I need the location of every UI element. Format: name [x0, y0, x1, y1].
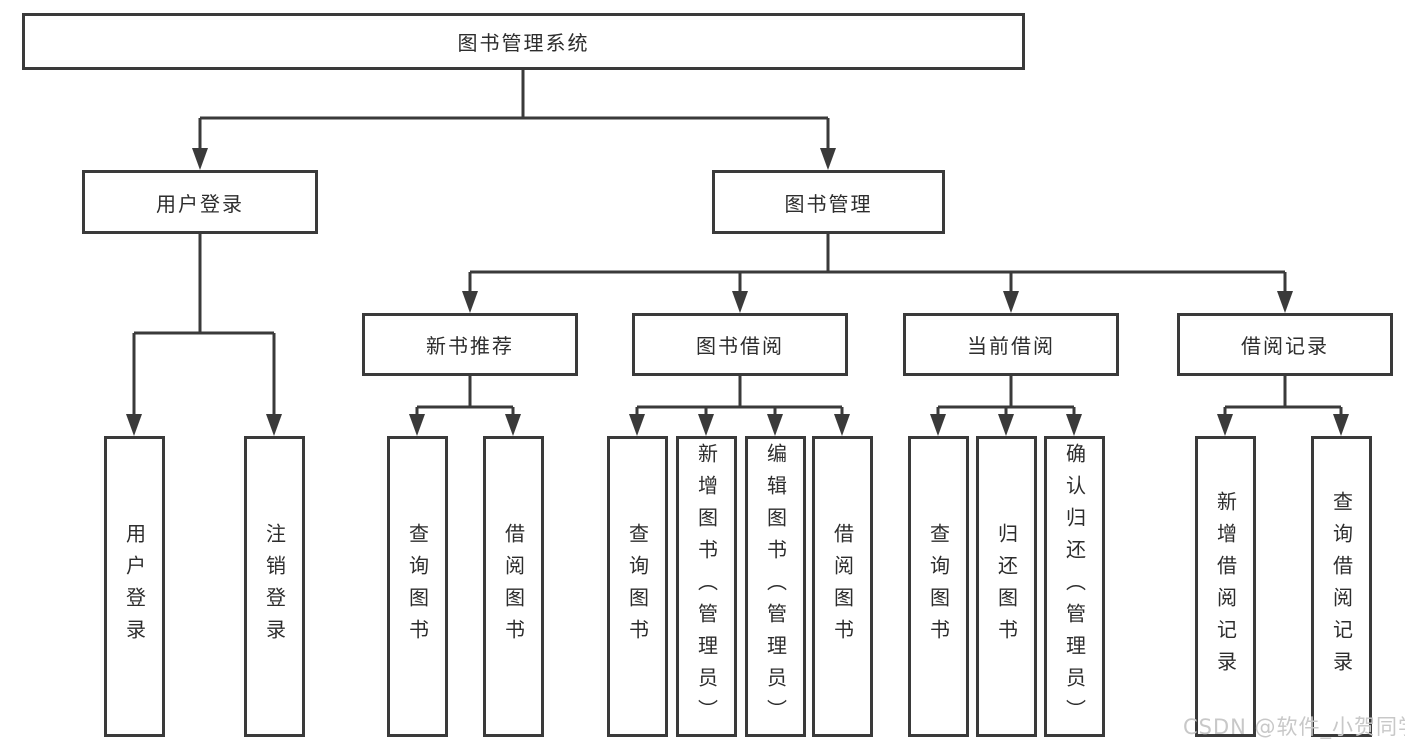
leaf-borrow-book-recommend: 借阅图书 — [483, 436, 544, 737]
arrow-down-icon — [266, 414, 282, 436]
leaf-query-book-current: 查询图书 — [908, 436, 969, 737]
node-new-book-recommendation-label: 新书推荐 — [426, 334, 514, 358]
leaf-logout-label: 注销登录 — [262, 522, 287, 651]
node-user-login: 用户登录 — [82, 170, 318, 234]
arrow-down-icon — [698, 414, 714, 436]
leaf-borrow-book-recommend-label: 借阅图书 — [501, 522, 526, 651]
arrow-down-icon — [1333, 414, 1349, 436]
arrow-down-icon — [1217, 414, 1233, 436]
node-book-management-label: 图书管理 — [784, 191, 873, 216]
leaf-borrow-book: 借阅图书 — [812, 436, 873, 737]
leaf-query-book-borrowing: 查询图书 — [607, 436, 668, 737]
leaf-edit-book-admin: 编辑图书（管理员） — [745, 436, 806, 737]
leaf-user-login: 用户登录 — [104, 436, 165, 737]
arrow-down-icon — [834, 414, 850, 436]
leaf-query-book-borrowing-label: 查询图书 — [625, 522, 650, 651]
arrow-down-icon — [732, 291, 748, 313]
arrow-down-icon — [930, 414, 946, 436]
leaf-return-book-label: 归还图书 — [994, 522, 1019, 651]
leaf-user-login-label: 用户登录 — [122, 522, 147, 651]
node-current-borrowing-label: 当前借阅 — [967, 334, 1055, 358]
leaf-query-book-recommend-label: 查询图书 — [405, 522, 430, 651]
leaf-add-borrow-record: 新增借阅记录 — [1195, 436, 1256, 737]
arrow-down-icon — [462, 291, 478, 313]
arrow-down-icon — [1003, 291, 1019, 313]
node-current-borrowing: 当前借阅 — [903, 313, 1119, 376]
arrow-down-icon — [629, 414, 645, 436]
node-borrowing-records: 借阅记录 — [1177, 313, 1393, 376]
leaf-logout: 注销登录 — [244, 436, 305, 737]
node-book-borrowing: 图书借阅 — [632, 313, 848, 376]
arrow-down-icon — [998, 414, 1014, 436]
arrow-down-icon — [1277, 291, 1293, 313]
leaf-confirm-return-admin-label: 确认归还（管理员） — [1062, 442, 1087, 731]
leaf-query-borrow-record-label: 查询借阅记录 — [1329, 490, 1354, 683]
node-root-label: 图书管理系统 — [457, 31, 590, 55]
node-user-login-label: 用户登录 — [156, 191, 244, 216]
csdn-watermark: CSDN @软件_小贺同学 — [1183, 715, 1405, 739]
node-root: 图书管理系统 — [22, 13, 1025, 70]
leaf-query-borrow-record: 查询借阅记录 — [1311, 436, 1372, 737]
arrow-down-icon — [192, 148, 208, 170]
node-borrowing-records-label: 借阅记录 — [1241, 334, 1329, 358]
node-book-management: 图书管理 — [712, 170, 945, 234]
leaf-return-book: 归还图书 — [976, 436, 1037, 737]
arrowheads — [126, 148, 1349, 436]
leaf-add-book-admin-label: 新增图书（管理员） — [694, 442, 719, 731]
arrow-down-icon — [505, 414, 521, 436]
leaf-edit-book-admin-label: 编辑图书（管理员） — [763, 442, 788, 731]
arrow-down-icon — [409, 414, 425, 436]
node-book-borrowing-label: 图书借阅 — [696, 334, 784, 358]
leaf-add-borrow-record-label: 新增借阅记录 — [1213, 490, 1238, 683]
node-new-book-recommendation: 新书推荐 — [362, 313, 578, 376]
leaf-query-book-current-label: 查询图书 — [926, 522, 951, 651]
arrow-down-icon — [1066, 414, 1082, 436]
arrow-down-icon — [126, 414, 142, 436]
leaf-confirm-return-admin: 确认归还（管理员） — [1044, 436, 1105, 737]
arrow-down-icon — [767, 414, 783, 436]
leaf-query-book-recommend: 查询图书 — [387, 436, 448, 737]
leaf-borrow-book-label: 借阅图书 — [830, 522, 855, 651]
arrow-down-icon — [820, 148, 836, 170]
leaf-add-book-admin: 新增图书（管理员） — [676, 436, 737, 737]
